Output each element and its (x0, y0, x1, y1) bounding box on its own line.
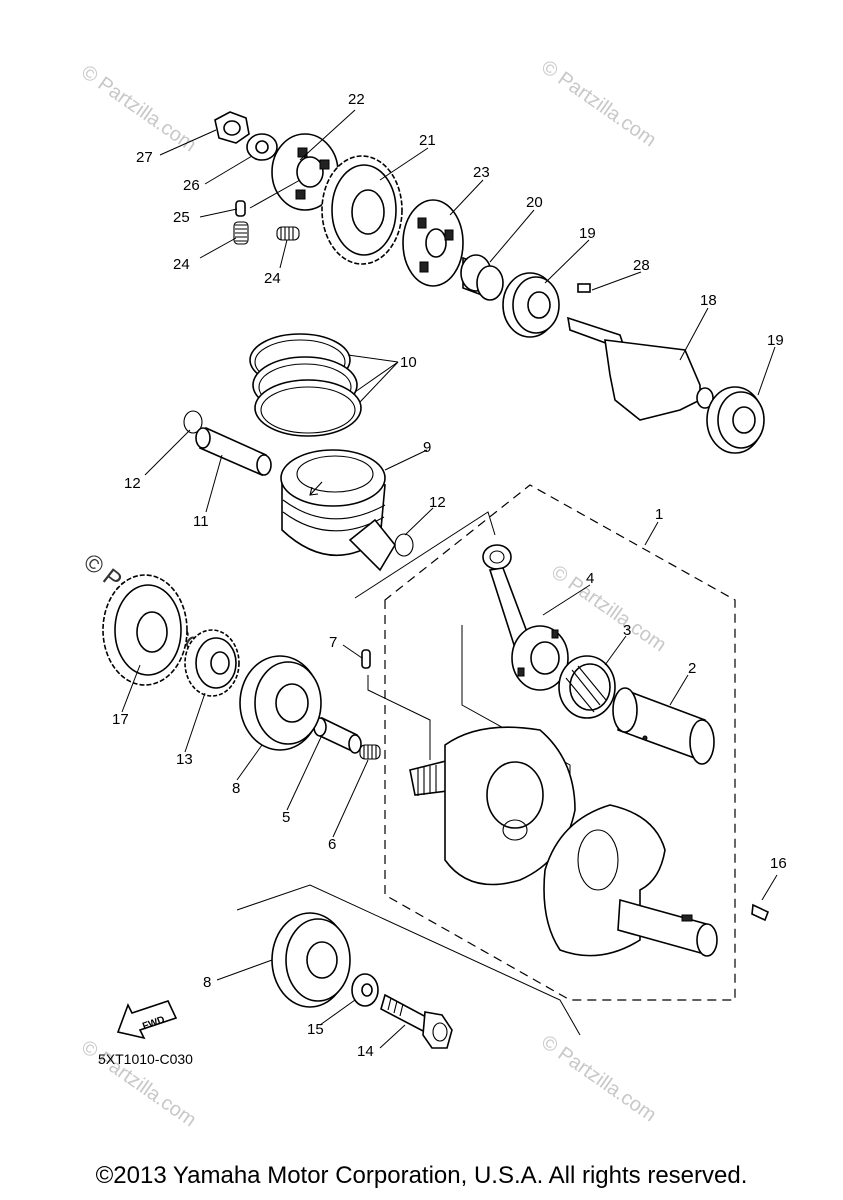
part-5-pin (313, 716, 362, 754)
part-19-bearing-upper (502, 272, 560, 338)
part-2-crank-pin (612, 687, 715, 765)
callout-10: 10 (400, 354, 417, 371)
callout-4: 4 (586, 570, 594, 587)
part-23-plate (402, 199, 464, 287)
guide-line-pin (367, 675, 431, 760)
part-9-piston (280, 449, 396, 572)
part-27-nut (214, 111, 250, 144)
callout-6: 6 (328, 836, 336, 853)
part-10-piston-rings (249, 333, 362, 437)
callout-3: 3 (623, 622, 631, 639)
part-16-woodruff-key (751, 903, 770, 922)
leader-lines (121, 109, 778, 1049)
callout-11: 11 (193, 513, 209, 530)
callout-12-right: 12 (429, 494, 446, 511)
part-3-needle-bearing (558, 655, 616, 719)
assembly-1-boundary (384, 484, 736, 1001)
part-8-bearing-upper (239, 655, 322, 751)
part-7-dowel (361, 649, 371, 669)
watermark-5: © Partzilla.com (537, 1031, 660, 1126)
part-13-gear (184, 629, 240, 697)
part-15-washer (351, 973, 379, 1007)
callout-14: 14 (357, 1043, 374, 1060)
part-26-lock-washer (246, 133, 278, 161)
part-25-pin (235, 200, 246, 217)
crankshaft-left-half (409, 726, 576, 886)
callout-22: 22 (348, 91, 365, 108)
callout-27: 27 (136, 149, 153, 166)
callout-24-left: 24 (173, 256, 190, 273)
part-17-gear (102, 574, 188, 686)
crankshaft-right-half (543, 804, 718, 957)
part-24-spring-left (233, 221, 249, 245)
callout-2: 2 (688, 660, 696, 677)
guide-line-piston (354, 511, 496, 599)
part-20-collar (460, 254, 504, 301)
callout-12-left: 12 (124, 475, 141, 492)
callout-19-upper: 19 (579, 225, 596, 242)
watermark-3: © Partzilla.com (547, 561, 670, 656)
callout-23: 23 (473, 164, 490, 181)
part-28-key (577, 283, 591, 293)
callout-19-right: 19 (767, 332, 784, 349)
callout-13: 13 (176, 751, 193, 768)
callout-labels: 1 2 3 4 5 6 7 8 8 9 10 11 12 12 13 14 15… (112, 91, 787, 1060)
callout-17: 17 (112, 711, 129, 728)
callout-5: 5 (282, 809, 290, 826)
callout-21: 21 (419, 132, 436, 149)
callout-25: 25 (173, 209, 190, 226)
part-8-bearing-lower (271, 912, 351, 1008)
callout-15: 15 (307, 1021, 324, 1038)
callout-9: 9 (423, 439, 431, 456)
part-12-clip-right (394, 533, 414, 557)
part-12-clip-left (183, 410, 203, 434)
callout-20: 20 (526, 194, 543, 211)
diagram-code: 5XT1010-C030 (98, 1051, 193, 1067)
part-18-balancer-shaft (566, 316, 714, 421)
callout-7: 7 (329, 634, 337, 651)
watermark-2: © Partzilla.com (537, 56, 660, 151)
part-14-bolt (380, 993, 453, 1049)
watermark-1: © Partzilla.com (77, 61, 200, 156)
part-6-spring (359, 744, 381, 760)
callout-8-lower: 8 (203, 974, 211, 991)
part-11-piston-pin (195, 426, 272, 477)
callout-16: 16 (770, 855, 787, 872)
fwd-arrow-icon: FWD (116, 1000, 178, 1040)
part-19-bearing-right (706, 386, 765, 454)
callout-18: 18 (700, 292, 717, 309)
callout-24-right: 24 (264, 270, 281, 287)
callout-8-upper: 8 (232, 780, 240, 797)
callout-26: 26 (183, 177, 200, 194)
part-4-connecting-rod (482, 544, 569, 691)
callout-28: 28 (633, 257, 650, 274)
callout-1: 1 (655, 506, 663, 523)
part-24-spring-right (276, 226, 300, 241)
guide-line-bearing (236, 884, 581, 1036)
copyright-notice: ©2013 Yamaha Motor Corporation, U.S.A. A… (95, 1162, 748, 1189)
part-21-gear (321, 155, 403, 265)
